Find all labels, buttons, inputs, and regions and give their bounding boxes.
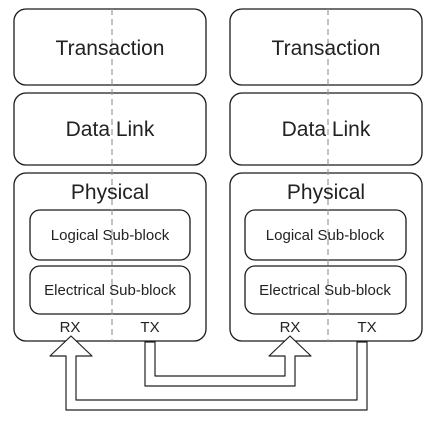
data-link-label: Data Link	[66, 118, 155, 141]
logical-sub-block-box	[244, 209, 407, 261]
electrical-sub-block-box	[29, 265, 191, 315]
data-link-label: Data Link	[282, 118, 371, 141]
transaction-label: Transaction	[56, 37, 165, 60]
device-a: Transaction Data Link Physical Logical S…	[13, 8, 207, 342]
rx-label: RX	[60, 319, 81, 336]
electrical-sub-block-box	[244, 265, 407, 315]
logical-sub-block-box	[29, 209, 191, 261]
transaction-layer-box	[229, 8, 423, 86]
electrical-sub-block-label: Electrical Sub-block	[44, 282, 176, 299]
logical-sub-block-label: Logical Sub-block	[266, 227, 385, 244]
rx-label: RX	[280, 319, 301, 336]
electrical-sub-block-label: Electrical Sub-block	[259, 282, 391, 299]
tx-label: TX	[140, 319, 159, 336]
physical-label: Physical	[287, 181, 365, 204]
link-b-tx-to-a-rx-arrow	[49, 335, 368, 411]
logical-sub-block-label: Logical Sub-block	[51, 227, 170, 244]
transaction-layer-box	[13, 8, 207, 86]
data-link-layer-box	[229, 92, 423, 166]
tx-label: TX	[357, 319, 376, 336]
transaction-label: Transaction	[272, 37, 381, 60]
physical-label: Physical	[71, 181, 149, 204]
link-a-tx-to-b-rx-arrow	[144, 335, 312, 387]
data-link-layer-box	[13, 92, 207, 166]
device-b: Transaction Data Link Physical Logical S…	[229, 8, 423, 342]
